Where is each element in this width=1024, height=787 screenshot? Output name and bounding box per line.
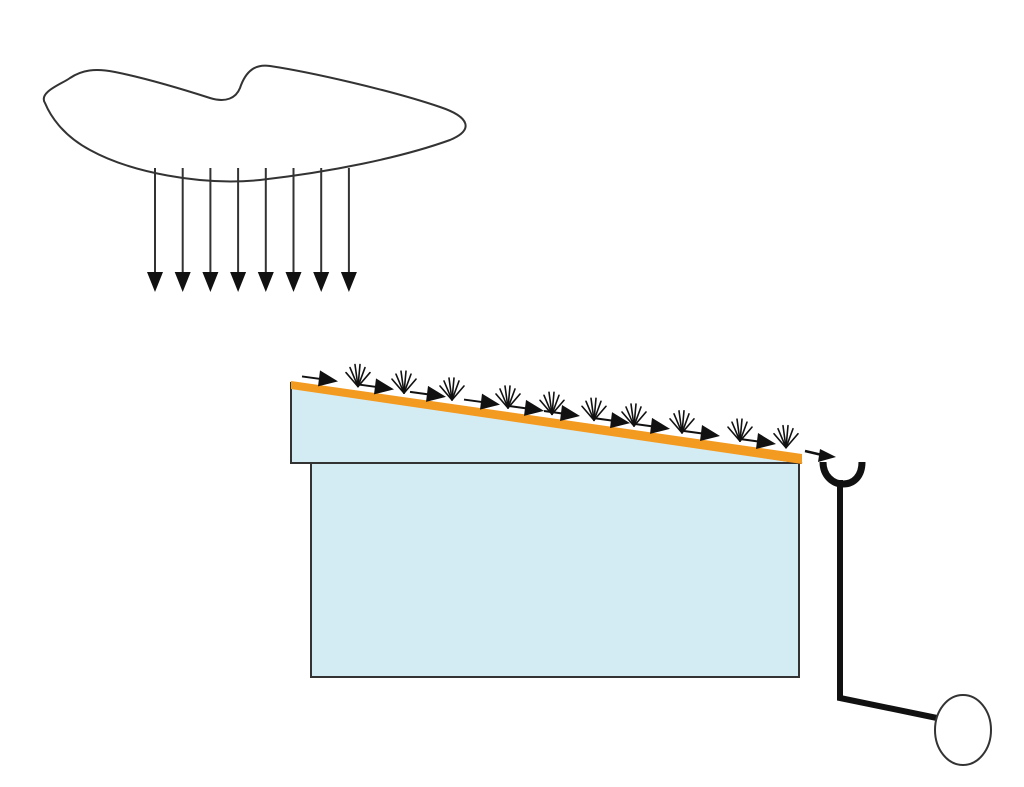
plant-tuft-icon [539, 391, 565, 416]
rain-arrow-icon [340, 168, 357, 292]
plant-tuft-icon [669, 410, 695, 434]
runoff-arrow-icon [301, 370, 338, 387]
plant-tufts [345, 363, 799, 449]
plant-tuft-icon [439, 377, 465, 401]
plant-tuft-icon [773, 424, 799, 449]
runoff-arrow-icon [739, 433, 776, 449]
runoff-arrows [301, 370, 776, 449]
storage-tank-icon [934, 694, 992, 766]
plant-tuft-icon [581, 397, 607, 422]
rain-arrow-icon [313, 168, 330, 292]
plant-tuft-icon [495, 385, 521, 409]
plant-tuft-icon [391, 370, 417, 394]
plant-tuft-icon [621, 403, 647, 427]
runoff-arrow-icon [633, 417, 670, 434]
runoff-arrow-icon [818, 449, 836, 462]
runoff-arrow-icon [593, 412, 630, 429]
plant-tuft-icon [345, 363, 371, 388]
drainage-layer [291, 381, 802, 464]
rain-arrows [147, 168, 357, 292]
runoff-arrow-icon [463, 393, 500, 410]
rain-arrow-icon [257, 168, 274, 292]
rain-arrow-icon [147, 168, 163, 292]
rain-arrow-icon [230, 168, 247, 292]
runoff-arrow-icon [804, 449, 823, 457]
runoff-arrow-icon [507, 399, 544, 416]
downpipe-icon [837, 480, 938, 721]
plant-tuft-icon [727, 418, 753, 442]
building-wall [310, 462, 800, 678]
runoff-arrow-icon [543, 405, 580, 421]
rain-arrow-icon [285, 168, 302, 292]
cloud-icon [42, 64, 467, 183]
runoff-arrow-icon [683, 425, 720, 441]
rain-arrow-icon [174, 168, 191, 292]
runoff-arrow-icon [409, 385, 446, 402]
runoff-arrow-icon [357, 378, 394, 395]
rain-arrow-icon [202, 168, 219, 292]
